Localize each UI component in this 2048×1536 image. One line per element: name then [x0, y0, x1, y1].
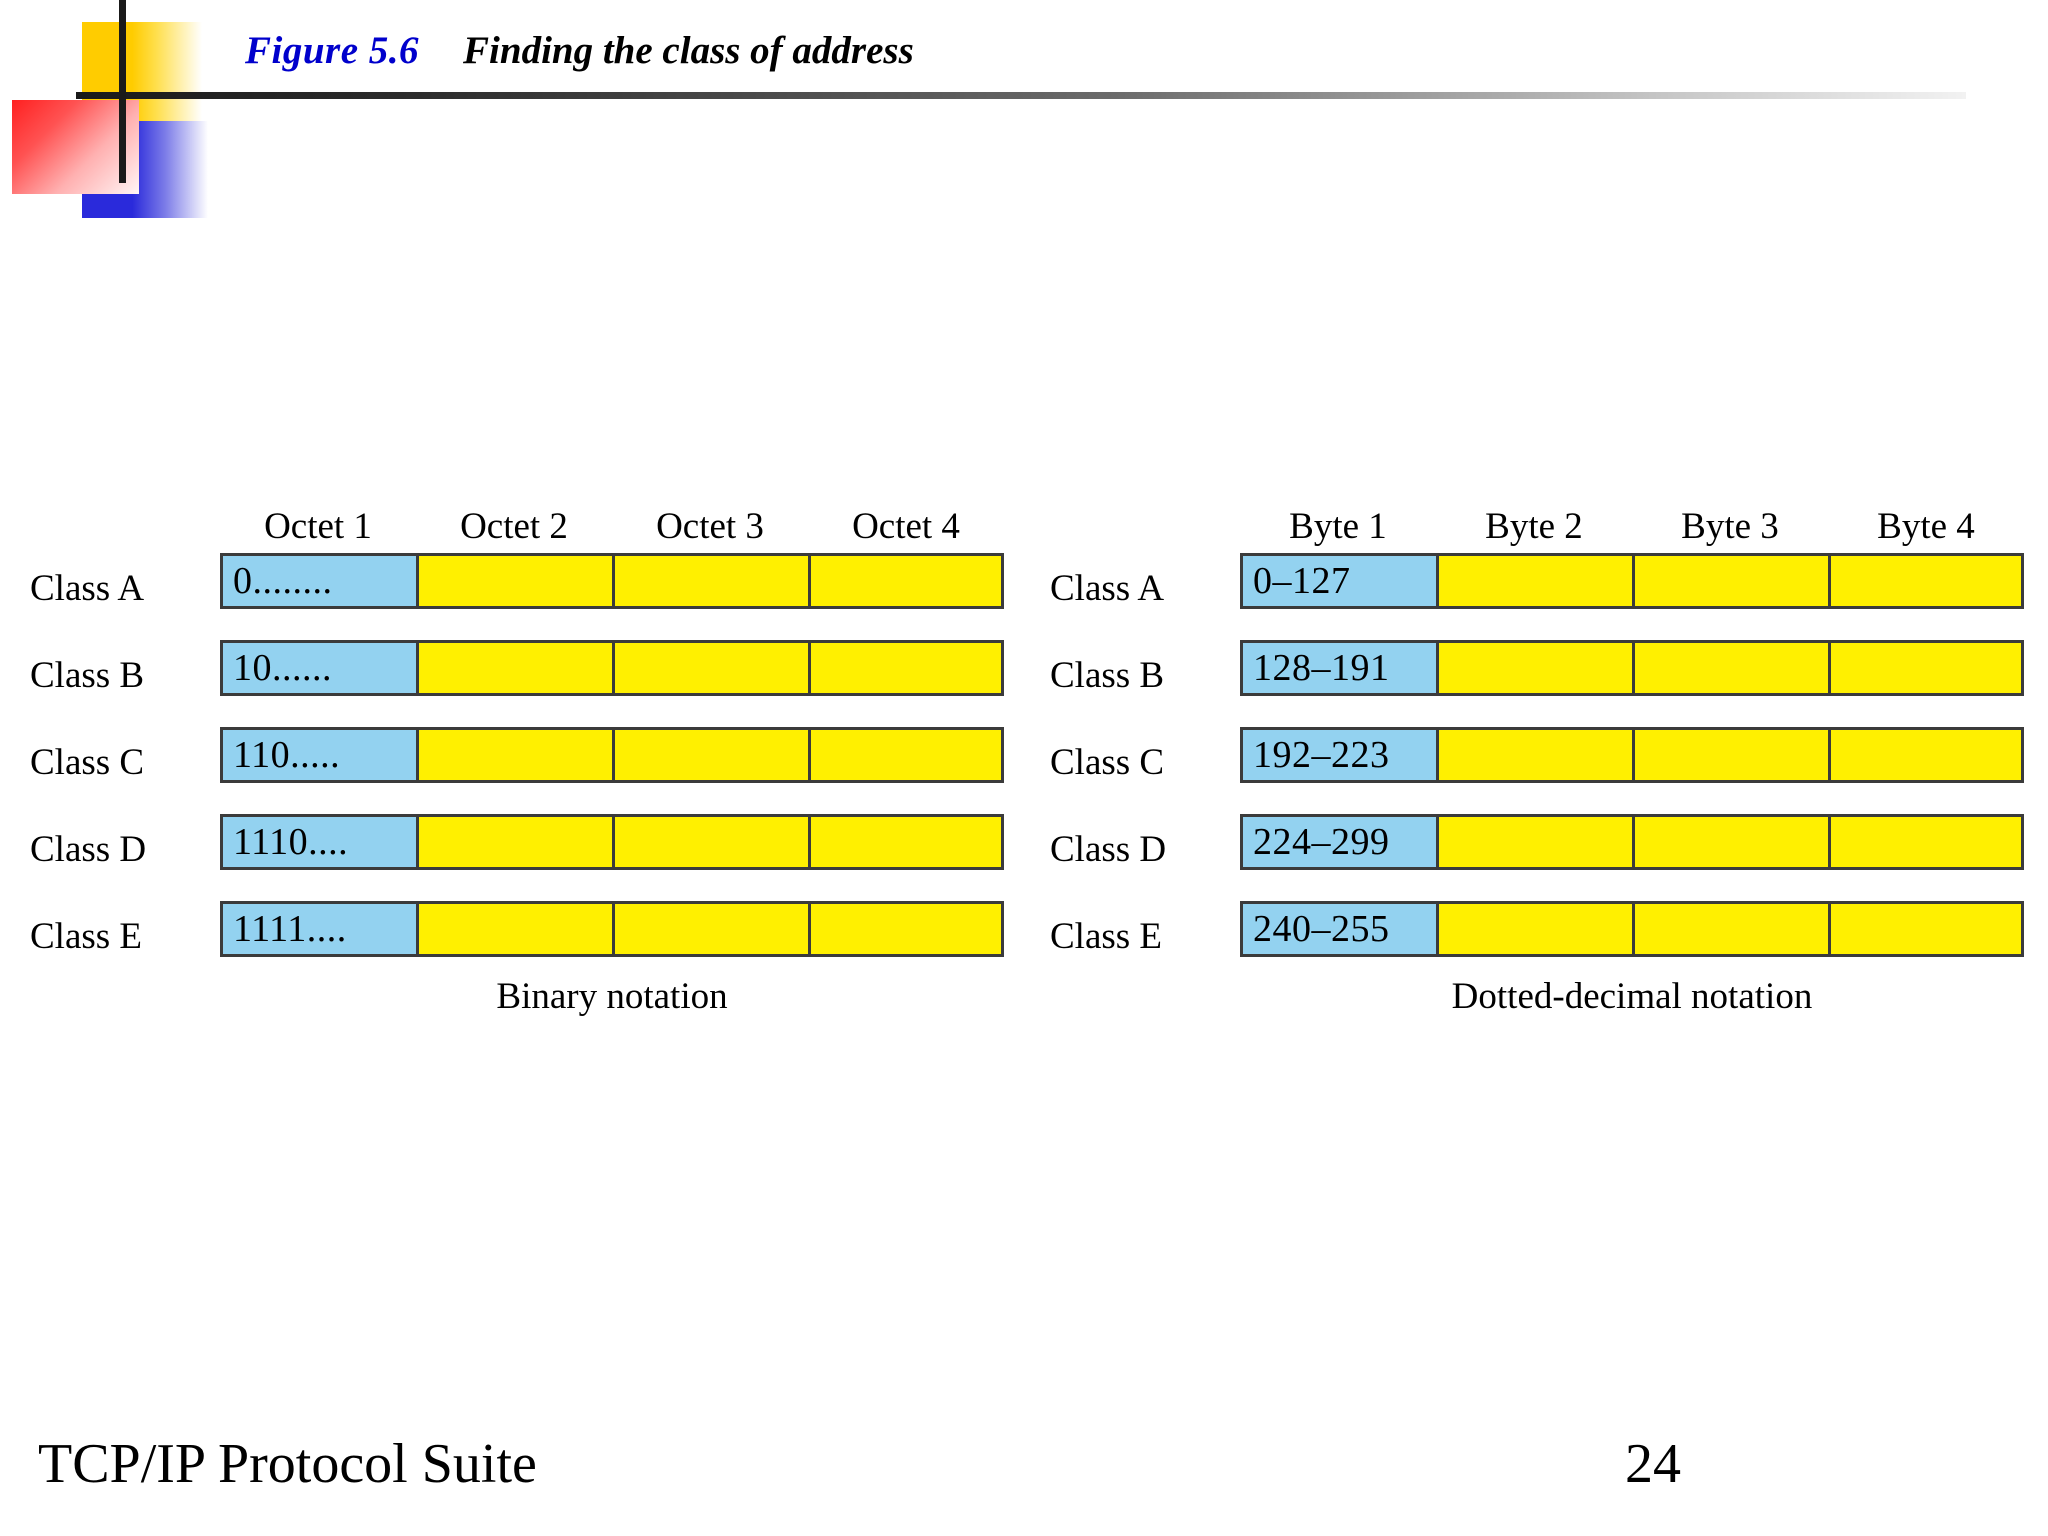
cell-octet-1: 10......: [220, 640, 416, 696]
cell-octet-2: [416, 901, 612, 957]
column-header-octet-2: Octet 2: [460, 506, 568, 547]
column-header-byte-4: Byte 4: [1877, 506, 1975, 547]
column-header-byte-1: Byte 1: [1289, 506, 1387, 547]
bar-class-b-decimal: 128–191: [1240, 640, 2024, 696]
row-label-class-b: Class B: [30, 655, 145, 696]
cell-byte-2: [1436, 640, 1632, 696]
cell-octet-3: [612, 640, 808, 696]
cell-octet-2: [416, 727, 612, 783]
column-header-octet-3: Octet 3: [656, 506, 764, 547]
footer-book-title: TCP/IP Protocol Suite: [38, 1433, 537, 1495]
cell-octet-3: [612, 814, 808, 870]
cell-octet-3: [612, 553, 808, 609]
cell-byte-2: [1436, 814, 1632, 870]
cell-octet-4: [808, 553, 1004, 609]
cell-byte-3: [1632, 640, 1828, 696]
column-header-octet-1: Octet 1: [264, 506, 372, 547]
cell-octet-3: [612, 727, 808, 783]
decoration-red-square: [12, 100, 139, 194]
decoration-horizontal-rule: [76, 92, 1966, 99]
cell-octet-4: [808, 727, 1004, 783]
cell-byte-2: [1436, 727, 1632, 783]
row-label-class-c: Class C: [1050, 742, 1165, 783]
row-label-class-d: Class D: [1050, 829, 1167, 870]
bar-class-a-binary: 0........: [220, 553, 1004, 609]
row-label-class-b: Class B: [1050, 655, 1165, 696]
bar-class-e-binary: 1111....: [220, 901, 1004, 957]
cell-byte-4: [1828, 640, 2024, 696]
cell-octet-4: [808, 640, 1004, 696]
column-header-octet-4: Octet 4: [852, 506, 960, 547]
cell-byte-3: [1632, 553, 1828, 609]
cell-byte-2: [1436, 901, 1632, 957]
cell-byte-1: 192–223: [1240, 727, 1436, 783]
column-header-byte-2: Byte 2: [1485, 506, 1583, 547]
cell-byte-3: [1632, 814, 1828, 870]
cell-octet-2: [416, 640, 612, 696]
cell-byte-4: [1828, 727, 2024, 783]
cell-byte-1: 0–127: [1240, 553, 1436, 609]
footer-page-number: 24: [1625, 1433, 1681, 1495]
cell-octet-3: [612, 901, 808, 957]
figure-number-label: Figure 5.6: [245, 29, 420, 72]
bar-class-c-binary: 110.....: [220, 727, 1004, 783]
bar-class-a-decimal: 0–127: [1240, 553, 2024, 609]
header-decoration: [0, 0, 2048, 250]
row-label-class-a: Class A: [30, 568, 145, 609]
cell-byte-1: 240–255: [1240, 901, 1436, 957]
cell-octet-4: [808, 814, 1004, 870]
caption-binary-notation: Binary notation: [496, 976, 728, 1017]
bar-class-d-binary: 1110....: [220, 814, 1004, 870]
bar-class-e-decimal: 240–255: [1240, 901, 2024, 957]
row-label-class-d: Class D: [30, 829, 147, 870]
cell-octet-1: 110.....: [220, 727, 416, 783]
bar-class-d-decimal: 224–299: [1240, 814, 2024, 870]
cell-octet-2: [416, 814, 612, 870]
bar-class-b-binary: 10......: [220, 640, 1004, 696]
cell-byte-4: [1828, 814, 2024, 870]
row-label-class-e: Class E: [30, 916, 143, 957]
cell-byte-1: 224–299: [1240, 814, 1436, 870]
cell-octet-1: 0........: [220, 553, 416, 609]
bar-class-c-decimal: 192–223: [1240, 727, 2024, 783]
cell-byte-2: [1436, 553, 1632, 609]
cell-byte-4: [1828, 901, 2024, 957]
cell-octet-2: [416, 553, 612, 609]
cell-byte-1: 128–191: [1240, 640, 1436, 696]
caption-dotted-decimal-notation: Dotted-decimal notation: [1451, 976, 1813, 1017]
cell-octet-1: 1110....: [220, 814, 416, 870]
column-header-byte-3: Byte 3: [1681, 506, 1779, 547]
row-label-class-c: Class C: [30, 742, 145, 783]
figure-title-block: Figure 5.6 Finding the class of address: [245, 28, 914, 73]
cell-octet-1: 1111....: [220, 901, 416, 957]
cell-byte-4: [1828, 553, 2024, 609]
row-label-class-e: Class E: [1050, 916, 1163, 957]
figure-caption-text: Finding the class of address: [463, 29, 914, 72]
cell-byte-3: [1632, 727, 1828, 783]
decoration-vertical-rule: [119, 0, 126, 183]
cell-byte-3: [1632, 901, 1828, 957]
row-label-class-a: Class A: [1050, 568, 1165, 609]
cell-octet-4: [808, 901, 1004, 957]
